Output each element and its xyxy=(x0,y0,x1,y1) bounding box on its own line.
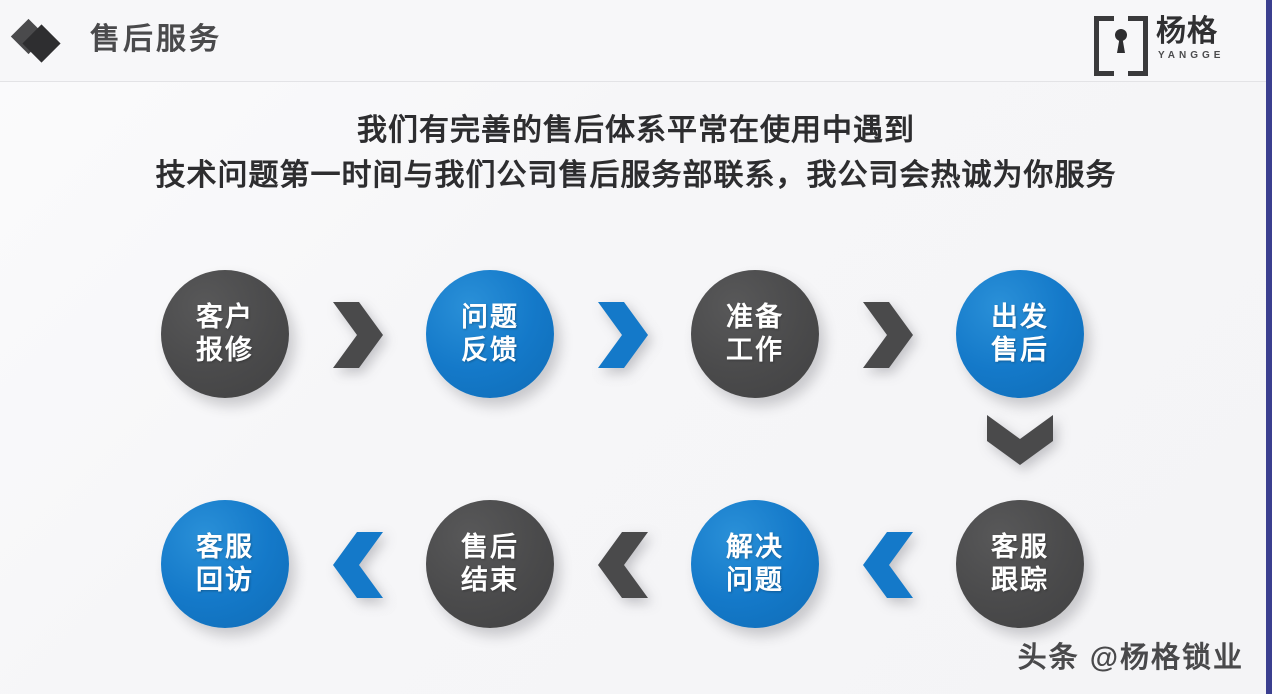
flow-arrow-left-icon xyxy=(592,528,654,602)
flow-node-6[interactable]: 解决问题 xyxy=(691,500,819,628)
flow-node-label-line1: 售后 xyxy=(461,532,519,562)
flow-node-3[interactable]: 准备工作 xyxy=(691,270,819,398)
flow-node-label-line2: 回访 xyxy=(196,565,254,595)
flow-arrow-right-icon xyxy=(857,298,919,372)
flow-node-label-line2: 问题 xyxy=(726,565,784,595)
flow-node-5[interactable]: 客服跟踪 xyxy=(956,500,1084,628)
flow-node-4[interactable]: 出发售后 xyxy=(956,270,1084,398)
page-title: 售后服务 xyxy=(90,23,222,56)
keyhole-head-icon xyxy=(1115,29,1127,41)
intro-paragraph: 我们有完善的售后体系平常在使用中遇到 技术问题第一时间与我们公司售后服务部联系，… xyxy=(0,108,1272,198)
keyhole-stem-icon xyxy=(1117,37,1125,53)
bracket-right-icon xyxy=(1128,16,1148,76)
flow-node-label-line1: 解决 xyxy=(726,532,784,562)
flow-node-8[interactable]: 客服回访 xyxy=(161,500,289,628)
intro-line-2: 技术问题第一时间与我们公司售后服务部联系，我公司会热诚为你服务 xyxy=(155,159,1117,192)
flow-node-label-line2: 反馈 xyxy=(461,335,519,365)
header-divider xyxy=(0,81,1272,82)
right-edge-bar xyxy=(1266,0,1272,694)
flow-node-label-line2: 跟踪 xyxy=(991,565,1049,595)
bracket-keyhole-icon xyxy=(1094,16,1148,76)
flow-node-label-line2: 工作 xyxy=(726,335,784,365)
flow-node-label-line2: 售后 xyxy=(991,335,1049,365)
brand-name-cn: 杨格 xyxy=(1156,15,1218,48)
brand-logo: 杨格 YANGGE xyxy=(1094,12,1244,76)
flow-arrow-left-icon xyxy=(857,528,919,602)
intro-line-1: 我们有完善的售后体系平常在使用中遇到 xyxy=(357,114,915,147)
flow-node-7[interactable]: 售后结束 xyxy=(426,500,554,628)
flow-node-label-line2: 结束 xyxy=(461,565,519,595)
watermark-text: 头条 @杨格锁业 xyxy=(1017,642,1244,674)
bracket-left-icon xyxy=(1094,16,1114,76)
flow-node-label-line1: 客服 xyxy=(196,532,254,562)
flow-arrow-right-icon xyxy=(327,298,389,372)
flow-node-label-line1: 客户 xyxy=(196,302,254,332)
flow-node-label-line1: 出发 xyxy=(991,302,1049,332)
flow-node-1[interactable]: 客户报修 xyxy=(161,270,289,398)
flow-node-label-line1: 问题 xyxy=(461,302,519,332)
flow-arrow-right-icon xyxy=(592,298,654,372)
flow-node-label-line1: 准备 xyxy=(726,302,784,332)
flow-node-label-line1: 客服 xyxy=(991,532,1049,562)
flow-arrow-left-icon xyxy=(327,528,389,602)
flow-node-label-line2: 报修 xyxy=(196,335,254,365)
flow-arrow-down-icon xyxy=(983,409,1057,471)
slide-header: 售后服务 杨格 YANGGE xyxy=(0,0,1272,82)
flow-node-2[interactable]: 问题反馈 xyxy=(426,270,554,398)
brand-name-latin: YANGGE xyxy=(1158,50,1225,61)
